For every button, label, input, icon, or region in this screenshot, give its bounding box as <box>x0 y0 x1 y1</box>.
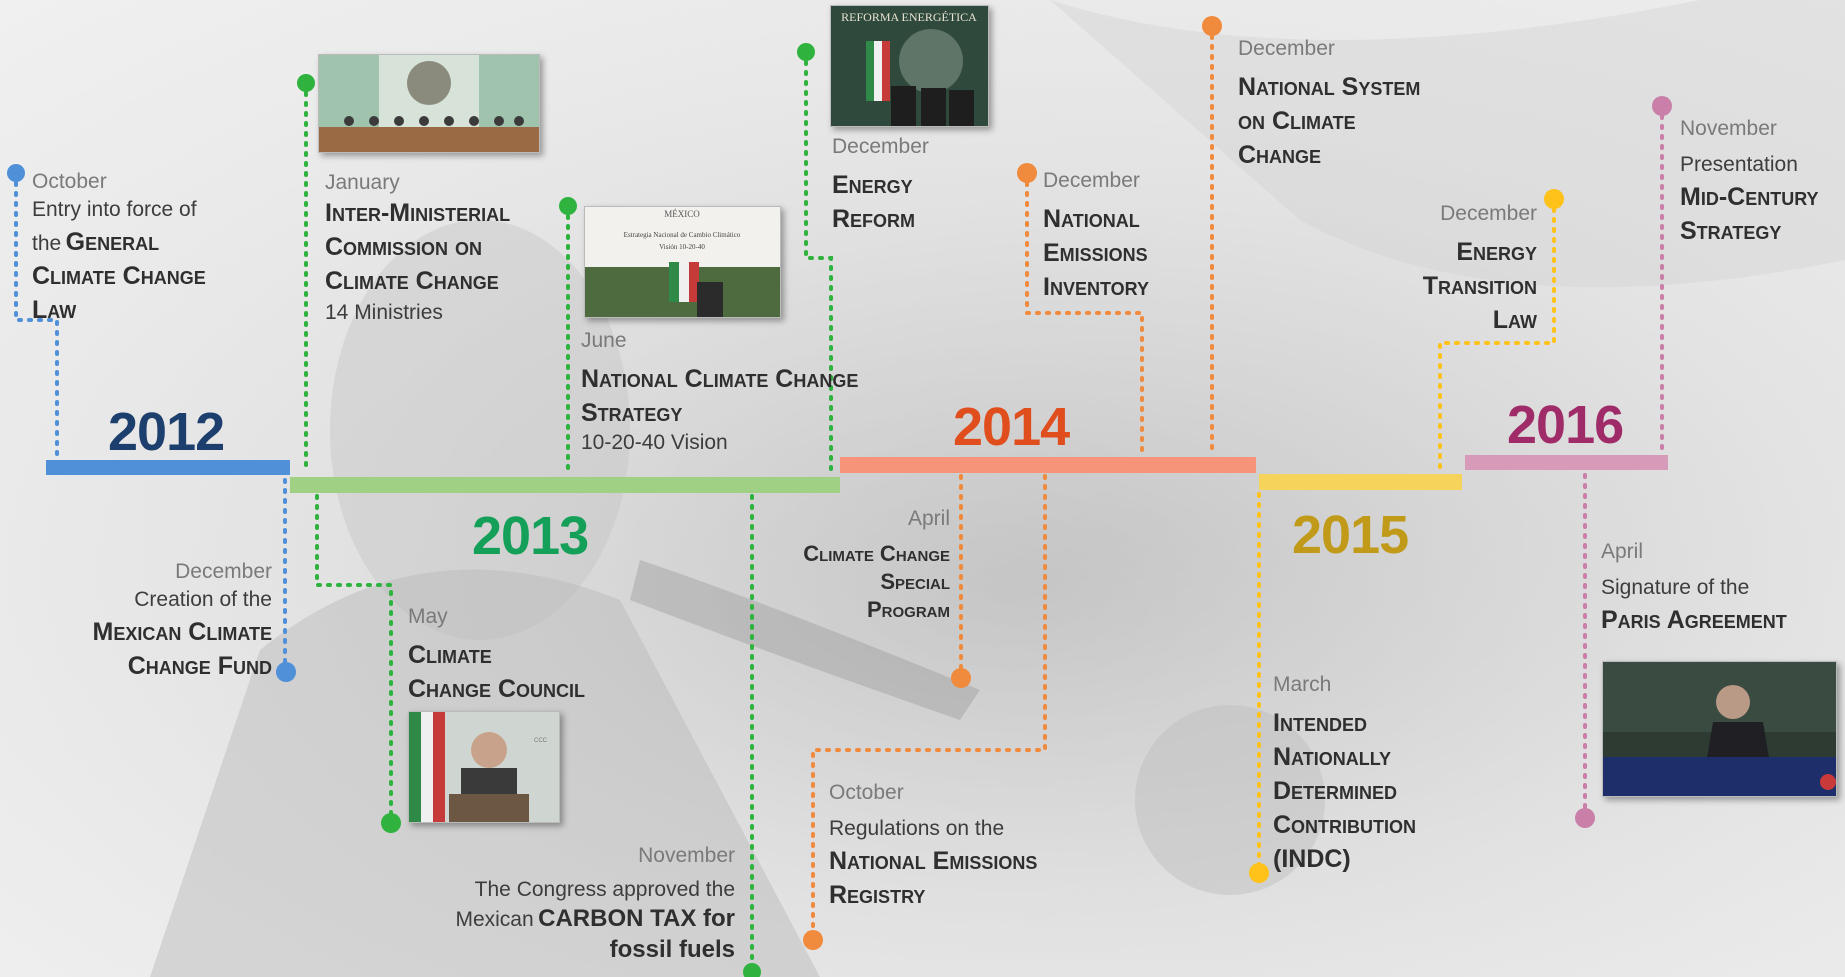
event-title: (INDC) <box>1273 845 1351 873</box>
event-title: Nationally <box>1273 743 1392 771</box>
year-2016-label: 2016 <box>1507 395 1624 455</box>
event-month: May <box>408 605 448 628</box>
event-month: November <box>638 844 735 867</box>
event-title: Strategy <box>581 399 683 427</box>
event-title: Law <box>1492 306 1537 334</box>
photo-strategy-sub-text: Visión 10-20-40 <box>659 243 705 251</box>
event-nov2013: November The Congress approved the Mexic… <box>430 843 735 965</box>
event-title: CARBON TAX for <box>538 905 735 932</box>
event-title: Contribution <box>1273 811 1417 839</box>
bg-head-shape <box>330 220 630 640</box>
event-jun2013: June National Climate Change Strategy 10… <box>581 328 881 456</box>
event-title: Emissions <box>1043 239 1148 267</box>
event-text: The Congress approved the <box>474 878 735 901</box>
event-month: December <box>1238 37 1335 60</box>
photo-reform-banner-text: REFORMA ENERGÉTICA <box>841 10 977 24</box>
event-title: Transition <box>1422 272 1537 300</box>
bg-flag-shape <box>1050 0 1845 288</box>
event-title: Change Fund <box>127 652 272 680</box>
event-title: Determined <box>1273 777 1398 805</box>
event-dec2014a: December National Emissions Inventory <box>1043 168 1223 304</box>
event-text: Entry into force of <box>32 198 197 221</box>
event-title: Mid-Century <box>1680 183 1819 211</box>
event-title: Energy <box>1456 238 1537 266</box>
event-month: December <box>832 135 929 158</box>
event-title: Reform <box>832 205 916 233</box>
event-dec2014b: December National System on Climate Chan… <box>1238 36 1448 172</box>
event-dec2015: December Energy Transition Law <box>1375 201 1537 337</box>
bg-seal-shape <box>1135 705 1325 895</box>
event-title: Change <box>1238 141 1322 169</box>
event-title: Climate <box>408 641 492 669</box>
event-nov2016: November Presentation Mid-Century Strate… <box>1680 116 1840 248</box>
event-title: National Emissions <box>829 847 1038 875</box>
event-text: 14 Ministries <box>325 301 443 324</box>
event-title: Climate Change <box>803 541 950 566</box>
event-title: National System <box>1238 73 1421 101</box>
event-month: March <box>1273 673 1332 696</box>
event-text: the <box>32 232 62 255</box>
event-month: December <box>175 560 272 583</box>
event-title: Mexican Climate <box>92 618 273 646</box>
event-month: April <box>1601 540 1644 563</box>
event-oct2014: October Regulations on the National Emis… <box>829 780 1089 912</box>
photo-council: CCC <box>408 711 560 823</box>
photo-paris <box>1602 661 1837 797</box>
event-jan2013: January Inter-Ministerial Commission on … <box>325 170 565 328</box>
photo-strategy-top-text: MÉXICO <box>664 209 700 219</box>
event-title: Climate Change <box>325 267 499 295</box>
event-may2013: May Climate Change Council <box>408 604 608 706</box>
event-title: Inter-Ministerial <box>325 199 511 227</box>
event-title: General <box>65 228 160 256</box>
event-apr2014: April Climate Change Special Program <box>745 506 950 624</box>
event-title: National Climate Change <box>581 365 859 393</box>
event-title: National <box>1043 205 1140 233</box>
event-title: on Climate <box>1238 107 1356 135</box>
event-title: Program <box>866 597 950 622</box>
event-text: Regulations on the <box>829 817 1005 840</box>
photo-strategy: MÉXICO Estrategia Nacional de Cambio Cli… <box>584 206 781 318</box>
year-2015-label: 2015 <box>1292 505 1409 565</box>
event-month: October <box>32 170 107 193</box>
event-title: Strategy <box>1680 217 1782 245</box>
event-month: November <box>1680 117 1777 140</box>
event-title: Commission on <box>325 233 483 261</box>
photo-strategy-title-text: Estrategia Nacional de Cambio Climático <box>624 231 741 239</box>
event-oct2012: October Entry into force of the General … <box>32 169 282 327</box>
event-title: Climate Change <box>32 262 206 290</box>
year-2014-label: 2014 <box>953 397 1070 457</box>
event-text: Signature of the <box>1601 576 1750 599</box>
event-title: Energy <box>832 171 913 199</box>
photo-reform: REFORMA ENERGÉTICA <box>830 5 989 127</box>
event-text: Creation of the <box>134 588 272 611</box>
event-month: December <box>1043 169 1140 192</box>
event-text: Presentation <box>1680 153 1798 176</box>
event-title: Special <box>880 569 950 594</box>
event-text: 10-20-40 Vision <box>581 431 728 454</box>
event-title: Paris Agreement <box>1601 606 1787 634</box>
event-dec2012: December Creation of the Mexican Climate… <box>60 559 273 683</box>
event-month: December <box>1440 202 1537 225</box>
event-text: Mexican <box>455 908 534 931</box>
event-title: Intended <box>1273 709 1367 737</box>
photo-commission <box>318 54 540 153</box>
event-mar2015: March Intended Nationally Determined Con… <box>1273 672 1463 876</box>
year-2012-label: 2012 <box>108 402 225 462</box>
event-month: April <box>907 507 950 530</box>
event-title: Change Council <box>408 675 586 703</box>
event-title: Registry <box>829 881 926 909</box>
event-title: Inventory <box>1043 273 1149 301</box>
event-apr2016: April Signature of the Paris Agreement <box>1601 539 1831 637</box>
event-title: fossil fuels <box>609 936 735 963</box>
event-dec2013: December Energy Reform <box>832 134 992 236</box>
event-month: October <box>829 781 904 804</box>
event-month: January <box>325 171 400 194</box>
event-title: Law <box>32 296 77 324</box>
svg-text:CCC: CCC <box>534 738 548 744</box>
year-2013-label: 2013 <box>472 506 589 566</box>
event-month: June <box>581 329 627 352</box>
